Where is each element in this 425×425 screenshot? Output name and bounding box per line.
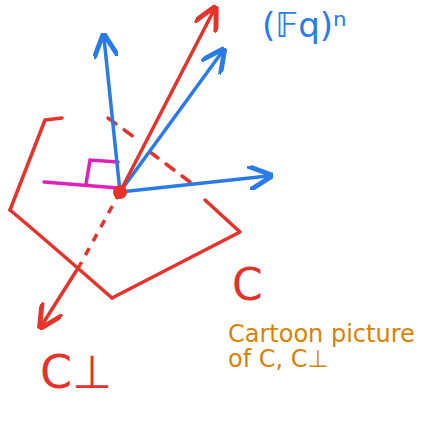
space-label: (𝔽q)ⁿ: [262, 8, 347, 44]
right-angle-marker: [44, 160, 118, 188]
subspace-label: C: [232, 262, 263, 308]
origin-dot: [113, 185, 127, 199]
dual-label: C⊥: [40, 348, 112, 396]
caption-note: Cartoon picture of C, C⊥: [228, 322, 418, 372]
plane-c: [10, 118, 240, 298]
red-vector: [120, 10, 214, 192]
c-perp-arrow: [42, 265, 80, 325]
c-perp-hidden: [80, 192, 120, 265]
